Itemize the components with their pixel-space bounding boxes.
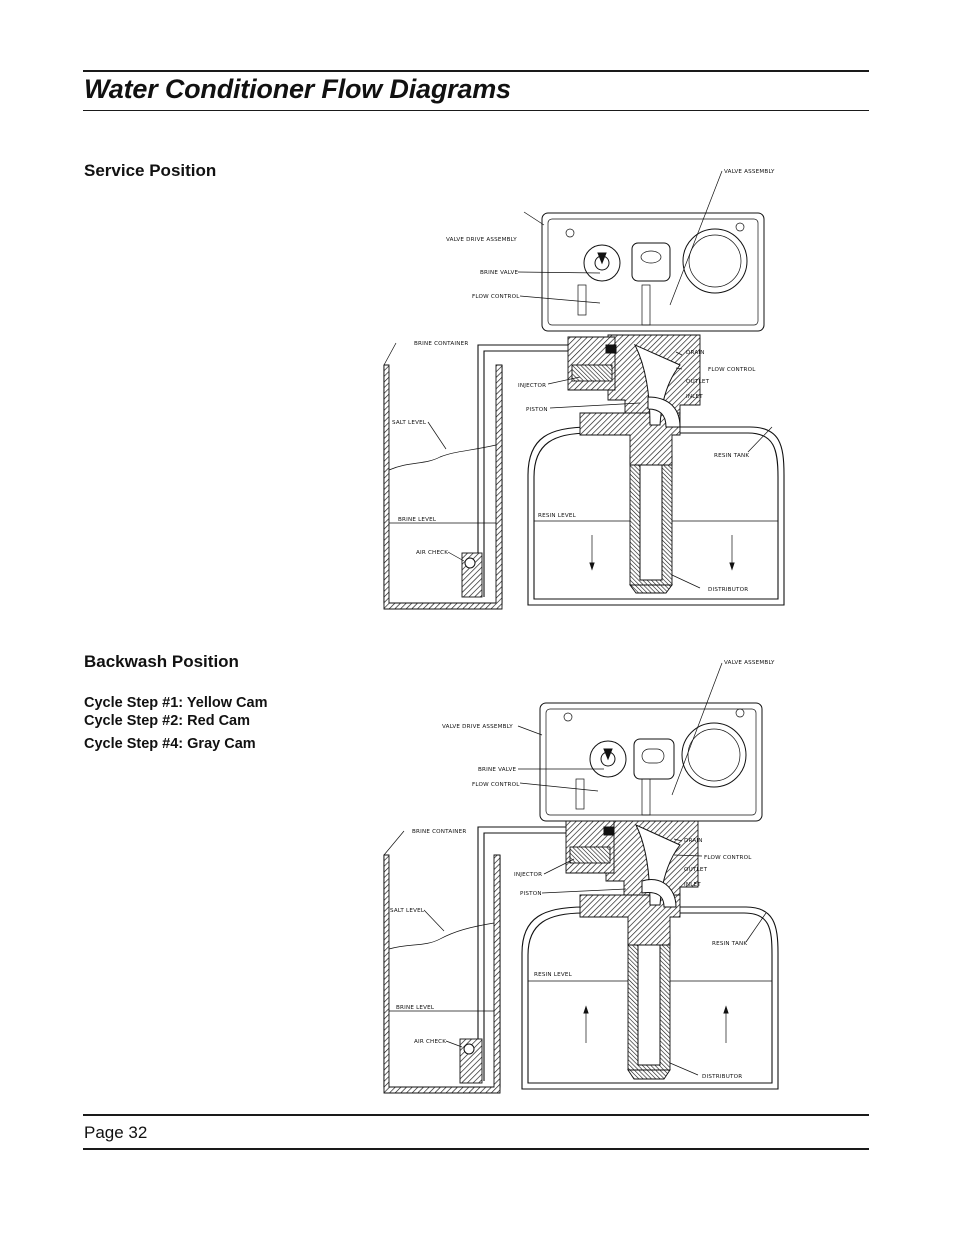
header-bottom-rule [83, 110, 869, 111]
label-valve-drive-assembly: VALVE DRIVE ASSEMBLY [446, 237, 517, 243]
label-brine-valve: BRINE VALVE [480, 270, 518, 276]
header-top-rule [83, 70, 869, 72]
label-piston: PISTON [526, 407, 548, 413]
section-heading-service: Service Position [84, 161, 217, 180]
brine-container-wall [383, 364, 503, 610]
label-flow-control-right: FLOW CONTROL [704, 855, 752, 861]
label-resin-tank: RESIN TANK [712, 941, 747, 947]
footer-top-rule [83, 1114, 869, 1116]
label-valve-drive-assembly: VALVE DRIVE ASSEMBLY [442, 724, 513, 730]
label-brine-container: BRINE CONTAINER [412, 829, 466, 835]
label-flow-control-left: FLOW CONTROL [472, 782, 520, 788]
label-flow-control-left: FLOW CONTROL [472, 294, 520, 300]
page-title: Water Conditioner Flow Diagrams [84, 74, 511, 104]
label-air-check: AIR CHECK [416, 550, 448, 556]
label-distributor: DISTRIBUTOR [708, 587, 748, 593]
label-injector: INJECTOR [518, 383, 546, 389]
label-resin-level: RESIN LEVEL [538, 513, 577, 519]
label-resin-tank: RESIN TANK [714, 453, 749, 459]
section-heading-backwash: Backwash Position [84, 652, 239, 671]
label-drain: DRAIN [684, 838, 703, 844]
page-number: Page 32 [84, 1123, 148, 1142]
footer-bottom-rule [83, 1148, 869, 1150]
label-inlet: INLET [686, 394, 703, 400]
label-brine-valve: BRINE VALVE [478, 767, 516, 773]
label-valve-assembly: VALVE ASSEMBLY [724, 169, 775, 175]
label-salt-level: SALT LEVEL [392, 420, 427, 426]
label-outlet: OUTLET [686, 379, 710, 385]
label-injector: INJECTOR [514, 872, 542, 878]
label-inlet: INLET [684, 882, 701, 888]
cycle-step-4: Cycle Step #4: Gray Cam [84, 736, 256, 752]
label-drain: DRAIN [686, 350, 705, 356]
label-valve-assembly: VALVE ASSEMBLY [724, 660, 775, 666]
brine-container-outline [383, 855, 501, 1094]
service-flow-diagram: VALVE ASSEMBLY VALVE DRIVE ASSEMBLY BRIN… [383, 169, 785, 610]
label-distributor: DISTRIBUTOR [702, 1074, 742, 1080]
label-brine-container: BRINE CONTAINER [414, 341, 468, 347]
label-brine-level: BRINE LEVEL [398, 517, 437, 523]
salt-level-line [388, 922, 495, 950]
backwash-flow-diagram: VALVE ASSEMBLY VALVE DRIVE ASSEMBLY BRIN… [383, 660, 779, 1094]
brine-container-wall [383, 854, 501, 1094]
label-outlet: OUTLET [684, 867, 708, 873]
cycle-step-1: Cycle Step #1: Yellow Cam [84, 695, 268, 711]
salt-level-line [388, 444, 497, 471]
label-flow-control-right: FLOW CONTROL [708, 367, 756, 373]
cycle-step-2: Cycle Step #2: Red Cam [84, 713, 251, 729]
label-resin-level: RESIN LEVEL [534, 972, 573, 978]
label-air-check: AIR CHECK [414, 1039, 446, 1045]
label-piston: PISTON [520, 891, 542, 897]
label-brine-level: BRINE LEVEL [396, 1005, 435, 1011]
label-salt-level: SALT LEVEL [390, 908, 425, 914]
